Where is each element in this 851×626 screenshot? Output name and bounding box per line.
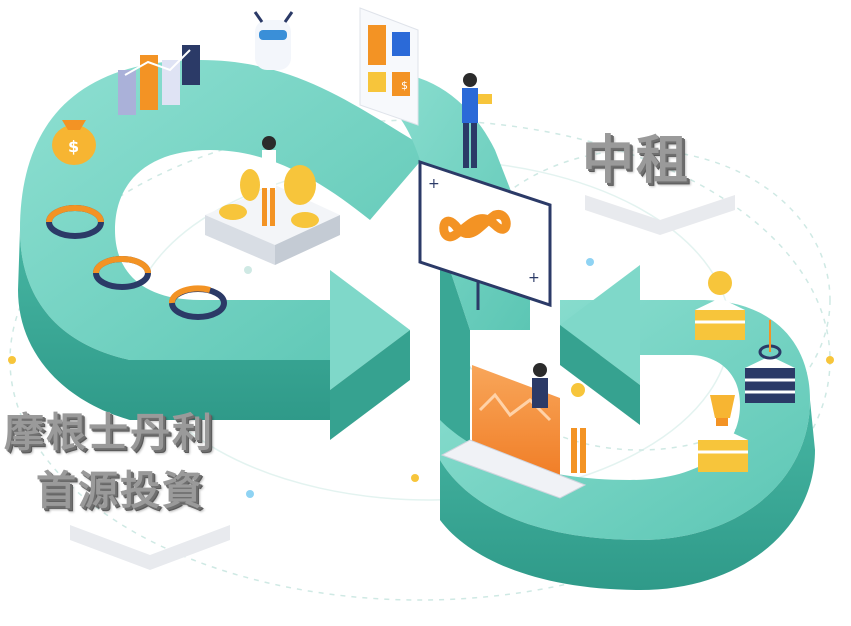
bar-chart-icon bbox=[118, 45, 200, 115]
label-base-zhongzu bbox=[585, 195, 735, 235]
coins-platform bbox=[205, 136, 340, 265]
orbit-dots bbox=[8, 258, 834, 498]
donut-charts bbox=[46, 205, 227, 320]
company-label-morgan-stanley: 摩根士丹利 bbox=[4, 410, 214, 456]
report-board-icon: $ bbox=[359, 7, 419, 126]
man-with-tablet bbox=[462, 73, 492, 168]
company-label-first-state: 首源投資 bbox=[36, 468, 204, 514]
company-label-zhongzu: 中租 bbox=[582, 131, 691, 191]
infinity-band-left bbox=[18, 60, 430, 440]
lightbulb-stack bbox=[695, 271, 745, 340]
money-bag-symbol: $ bbox=[68, 137, 79, 156]
target-stack bbox=[745, 320, 795, 403]
svg-text:+: + bbox=[528, 270, 540, 286]
laptop-presentation bbox=[440, 363, 587, 499]
svg-text:+: + bbox=[428, 176, 440, 192]
label-base-ms bbox=[70, 525, 230, 570]
presentation-board: + + bbox=[418, 159, 552, 310]
report-symbol: $ bbox=[401, 79, 408, 92]
robot-icon bbox=[253, 11, 294, 70]
trophy-stack bbox=[698, 395, 748, 472]
money-bag-icon: $ bbox=[52, 120, 96, 165]
